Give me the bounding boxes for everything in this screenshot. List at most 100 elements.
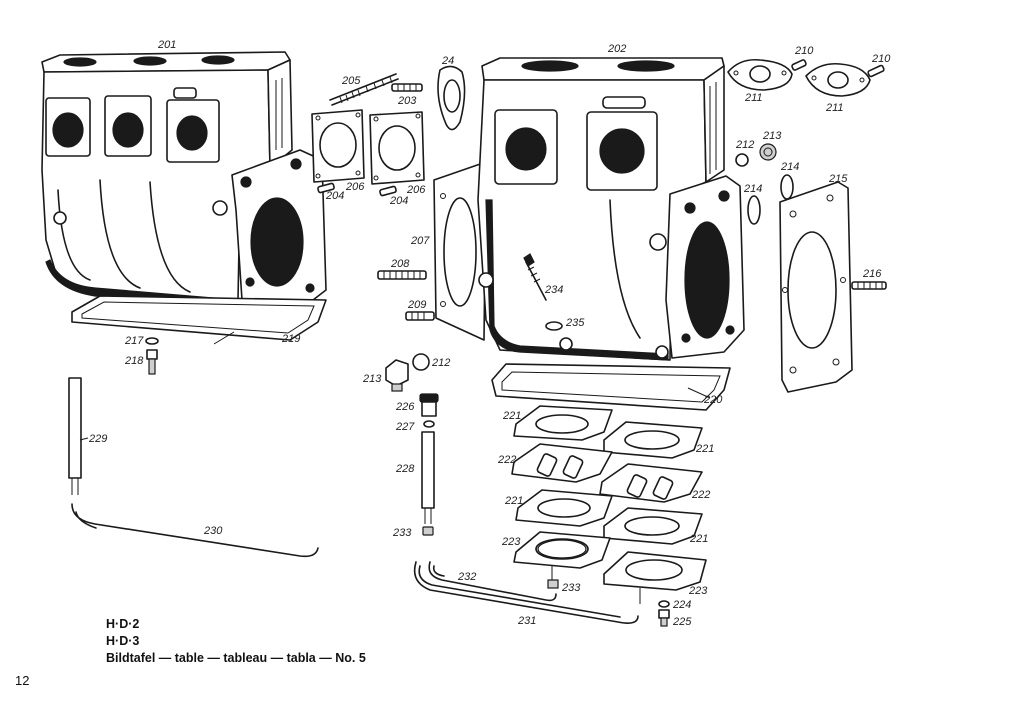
callout-222-a: 222 [497,454,516,466]
screw-203 [391,83,423,92]
callout-210-left: 210 [794,45,814,57]
callout-205: 205 [341,75,361,87]
callout-207: 207 [410,235,430,247]
stud-205 [329,73,399,106]
callout-206-left: 206 [345,181,365,193]
gasket-221-d [603,507,703,545]
callout-221-a: 221 [502,410,521,422]
bolt-218 [146,349,158,375]
base-gasket-220 [491,363,731,411]
gasket-222-b [599,463,703,503]
nut-233-left [422,526,434,536]
callout-221-b: 221 [695,443,714,455]
caption-plate-title: Bildtafel — table — tableau — tabla — No… [106,651,366,665]
ring-235 [545,321,563,331]
callout-211-right: 211 [825,102,844,114]
stud-204-left [317,182,335,194]
rod-229 [68,377,82,479]
callout-214-upper: 214 [780,161,799,173]
callout-203: 203 [397,95,417,107]
oil-pipe-231 [413,561,639,624]
callout-225: 225 [672,616,692,628]
stud-216 [851,281,887,290]
caption-model-hd2: H·D·2 [106,617,140,631]
crankcase-right-202 [477,57,745,361]
callout-226: 226 [395,401,415,413]
callout-232: 232 [457,571,476,583]
bolt-225 [658,609,670,627]
callout-221-d: 221 [689,533,708,545]
callout-213-left: 213 [362,373,382,385]
flange-gasket-206-left [311,109,365,183]
callout-210-right: 210 [871,53,891,65]
crankcase-left-201 [41,51,327,311]
flange-gasket-215 [779,181,853,393]
stud-209 [405,311,435,321]
plate-caption: H·D·2 H·D·3 Bildtafel — table — tableau … [106,616,366,667]
seal-214-upper [780,174,794,200]
gasket-222-a [511,443,613,483]
washer-212-right [735,153,749,167]
page-number: 12 [15,673,30,688]
tube-228 [421,431,435,524]
callout-216: 216 [862,268,882,280]
callout-218: 218 [124,355,144,367]
callout-204-left: 204 [325,190,344,202]
washer-217 [145,337,159,345]
callout-231: 231 [517,615,536,627]
callout-230: 230 [203,525,223,537]
callout-234: 234 [544,284,563,296]
plug-213-right [759,143,777,161]
callout-224: 224 [672,599,691,611]
seal-214-lower [747,195,761,225]
callout-214-lower: 214 [743,183,762,195]
gasket-221-a [513,405,613,441]
gasket-24 [437,65,466,131]
callout-221-c: 221 [504,495,523,507]
callout-219: 219 [281,333,300,345]
stud-208 [377,270,427,280]
washer-212-left [412,353,430,371]
callout-212-left: 212 [431,357,450,369]
base-gasket-219 [71,295,327,341]
callout-211-left: 211 [744,92,763,104]
gasket-221-b [603,421,703,459]
callout-24: 24 [441,55,454,67]
callout-228: 228 [395,463,415,475]
gasket-223-a [513,531,611,580]
nut-233-right [547,579,559,589]
callout-222-b: 222 [691,489,710,501]
callout-215: 215 [828,173,848,185]
gasket-223-b [603,551,707,604]
oil-pipe-232 [428,561,557,602]
flange-211-left [727,58,793,91]
callout-209: 209 [407,299,426,311]
stud-210-right [867,64,885,78]
callout-212-right: 212 [735,139,754,151]
flange-211-right [805,62,871,97]
callout-208: 208 [390,258,410,270]
plug-213-left [385,359,409,392]
callout-223-a: 223 [501,536,521,548]
callout-213-right: 213 [762,130,782,142]
breather-234 [523,253,547,301]
caption-model-hd3: H·D·3 [106,634,140,648]
side-cover-207 [433,161,487,341]
gasket-221-c [515,489,613,527]
callout-201: 201 [157,39,176,51]
callout-233-right: 233 [561,582,581,594]
callout-220: 220 [703,394,723,406]
washer-224 [658,600,670,608]
callout-235: 235 [565,317,585,329]
cap-226 [419,393,439,417]
callout-204-right: 204 [389,195,408,207]
callout-229: 229 [88,433,107,445]
callout-233-left: 233 [392,527,412,539]
callout-labels: 201 205 203 24 202 210 210 211 211 212 2… [88,39,891,628]
flange-gasket-206-right [369,111,425,185]
stud-210-left [791,59,807,71]
oil-pipe-230 [71,503,319,558]
ring-227 [423,420,435,428]
callout-202: 202 [607,43,626,55]
